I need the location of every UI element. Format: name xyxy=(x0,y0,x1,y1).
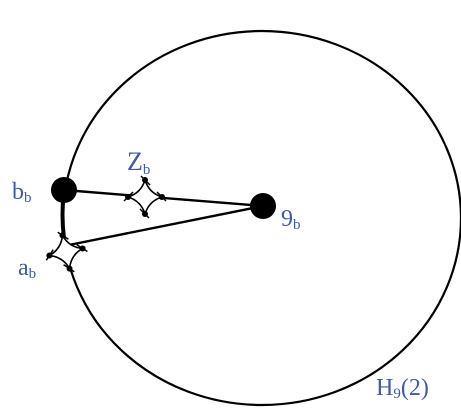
label-node-b: bb xyxy=(12,179,32,206)
label-circle-h: H9(2) xyxy=(376,375,429,402)
label-node-a: ab xyxy=(18,255,36,282)
edge-a-to-9 xyxy=(63,204,264,248)
z-marker-icon xyxy=(123,175,167,219)
node-9 xyxy=(250,193,276,219)
node-b xyxy=(51,177,77,203)
label-node-9: 9b xyxy=(281,206,301,233)
label-edge-z: Zb xyxy=(127,147,150,178)
a-marker-icon xyxy=(45,231,88,273)
